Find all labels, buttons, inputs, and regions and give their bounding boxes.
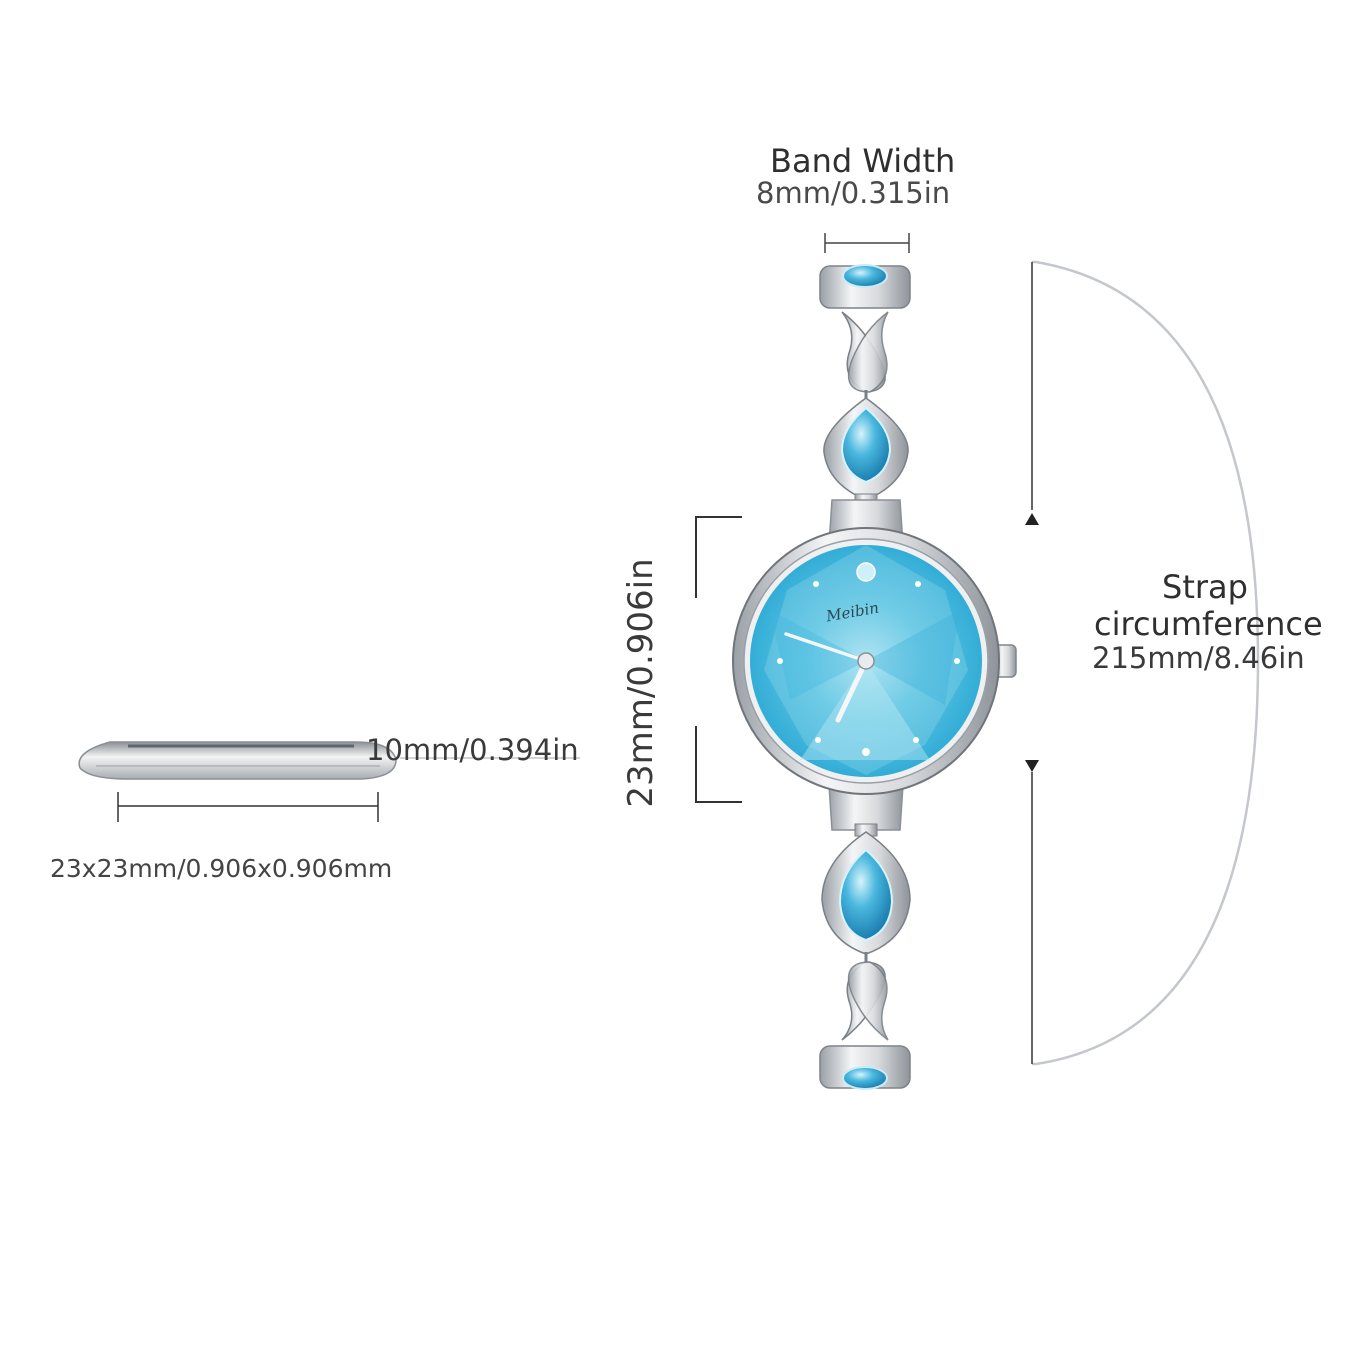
minute-hand (784, 632, 868, 663)
strap-circumference-value: 215mm/8.46in (1092, 641, 1305, 675)
arrow-down-icon (1025, 760, 1039, 772)
band-width-value: 8mm/0.315in (756, 176, 951, 210)
watch-case (732, 527, 1000, 795)
strap-circumference-title-line1: Strap (1162, 568, 1248, 606)
hour-hand (835, 658, 869, 723)
band-width-title: Band Width (770, 142, 956, 180)
thickness-value: 10mm/0.394in (366, 733, 579, 767)
case-side-dimensions-value: 23x23mm/0.906x0.906mm (50, 854, 393, 883)
arrow-up-icon (1025, 513, 1039, 525)
case-side-view (78, 741, 580, 822)
case-height-bracket (695, 516, 742, 803)
bracelet-upper (819, 264, 911, 507)
strap-circumference-arc (1025, 260, 1260, 1066)
band-width-dimension (824, 233, 910, 253)
strap-circumference-title-line2: circumference (1094, 605, 1323, 643)
case-height-value: 23mm/0.906in (621, 558, 661, 808)
bracelet-lower (819, 823, 911, 1090)
